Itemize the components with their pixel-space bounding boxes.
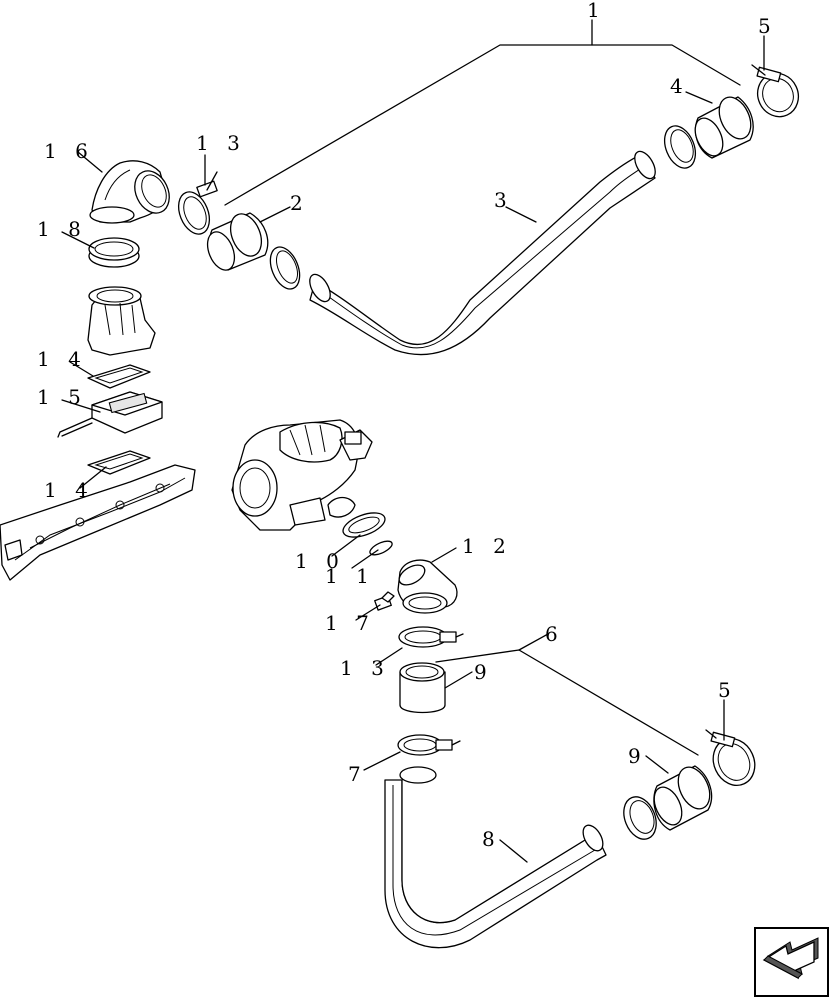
label-4: 4 (670, 74, 689, 98)
label-10: 1 0 (295, 549, 345, 573)
upper-bent-tube (309, 154, 656, 356)
sleeve-9-horizontal (653, 765, 713, 831)
turbocharger (231, 419, 373, 531)
label-6: 6 (545, 622, 564, 646)
label-5-upper: 5 (758, 14, 777, 38)
intake-housing (87, 286, 156, 356)
heater-15 (57, 391, 163, 438)
sleeve-9-vertical (399, 662, 446, 714)
plug-17 (374, 591, 395, 611)
clamp-10 (342, 512, 386, 538)
gasket-14-upper (87, 364, 151, 389)
label-2: 2 (290, 191, 309, 215)
clamp-7 (397, 734, 461, 756)
callout-labels: 1 2 3 4 5 1 3 1 6 1 8 1 4 1 5 1 4 1 0 1 … (37, 0, 777, 851)
label-5-lower: 5 (718, 678, 737, 702)
left-parts (0, 160, 196, 581)
elbow-12 (397, 559, 458, 614)
label-9-vertical: 9 (474, 660, 493, 684)
label-13-upper: 1 3 (196, 131, 246, 155)
sleeve-2 (206, 212, 269, 271)
label-13-lower: 1 3 (340, 656, 390, 680)
label-17: 1 7 (325, 611, 375, 635)
clamp-13-upper (177, 171, 218, 235)
label-7: 7 (348, 762, 367, 786)
label-15: 1 5 (37, 385, 87, 409)
label-12: 1 2 (462, 534, 512, 558)
direction-arrow-icon (754, 927, 829, 997)
lower-tube-assembly (384, 626, 756, 949)
clamp-5-upper (751, 64, 800, 118)
label-11: 1 1 (325, 564, 375, 588)
gasket-14-lower (87, 450, 151, 475)
label-9-horizontal: 9 (628, 744, 647, 768)
label-14-upper: 1 4 (37, 347, 87, 371)
label-16: 1 6 (44, 139, 94, 163)
intake-manifold-cover (0, 464, 196, 581)
leader-lines (61, 19, 765, 863)
upper-tube-assembly (177, 64, 800, 356)
label-14-lower: 1 4 (44, 478, 94, 502)
label-8: 8 (482, 827, 501, 851)
ring-18 (88, 237, 140, 268)
clamp-5-lower (705, 729, 756, 786)
label-1: 1 (587, 0, 606, 22)
label-3: 3 (494, 188, 513, 212)
label-18: 1 8 (37, 217, 87, 241)
elbow-16 (89, 160, 170, 224)
sleeve-4 (694, 96, 754, 159)
clamp-13-lower (398, 626, 464, 648)
